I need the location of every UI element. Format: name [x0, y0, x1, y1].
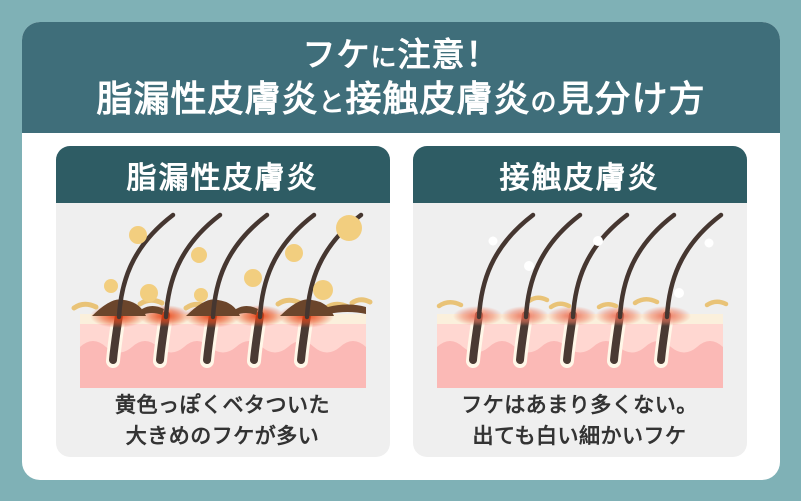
- surface-flake-strokes: [436, 295, 728, 310]
- title-word-miwakekata: 見分け方: [557, 77, 706, 119]
- caption-line: 黄色っぽくベタついた: [115, 394, 330, 417]
- panel-seborrheic-caption: 黄色っぽくベタついた 大きめのフケが多い: [56, 389, 390, 457]
- panel-contact-header: 接触皮膚炎: [412, 146, 747, 203]
- caption-line: フケはあまり多くない。: [461, 394, 698, 417]
- panel-contact-caption: フケはあまり多くない。 出ても白い細かいフケ: [413, 389, 747, 457]
- hair-strands: [116, 212, 363, 320]
- main-title-banner: フケに注意！ 脂漏性皮膚炎と接触皮膚炎の見分け方: [22, 22, 780, 133]
- comparison-panels: 脂漏性皮膚炎: [22, 146, 780, 457]
- white-flakes: [488, 236, 713, 298]
- caption-line: 出ても白い細かいフケ: [472, 425, 687, 448]
- title-particle-no: の: [530, 86, 558, 117]
- yellow-flakes: [103, 215, 362, 302]
- sebum-mounds: [91, 299, 366, 316]
- title-word-chui: 注意！: [397, 36, 500, 74]
- contact-scalp-illustration: [436, 212, 728, 388]
- title-particle-to: と: [318, 86, 346, 117]
- title-line-1: フケに注意！: [302, 34, 499, 75]
- title-term-seborrheic: 脂漏性皮膚炎: [96, 77, 319, 119]
- infographic-card: フケに注意！ 脂漏性皮膚炎と接触皮膚炎の見分け方 脂漏性皮膚炎: [22, 22, 780, 480]
- caption-line: 大きめのフケが多い: [125, 425, 320, 448]
- panel-contact: 接触皮膚炎: [412, 146, 747, 457]
- title-term-contact: 接触皮膚炎: [345, 77, 531, 119]
- hair-strands: [476, 212, 723, 320]
- title-line-2: 脂漏性皮膚炎と接触皮膚炎の見分け方: [96, 76, 705, 121]
- seborrheic-scalp-illustration: [71, 212, 372, 388]
- title-word-fuke: フケ: [302, 36, 371, 74]
- title-particle-ni: に: [370, 42, 398, 73]
- panel-seborrheic-header: 脂漏性皮膚炎: [55, 146, 390, 203]
- panel-seborrheic: 脂漏性皮膚炎: [55, 146, 390, 457]
